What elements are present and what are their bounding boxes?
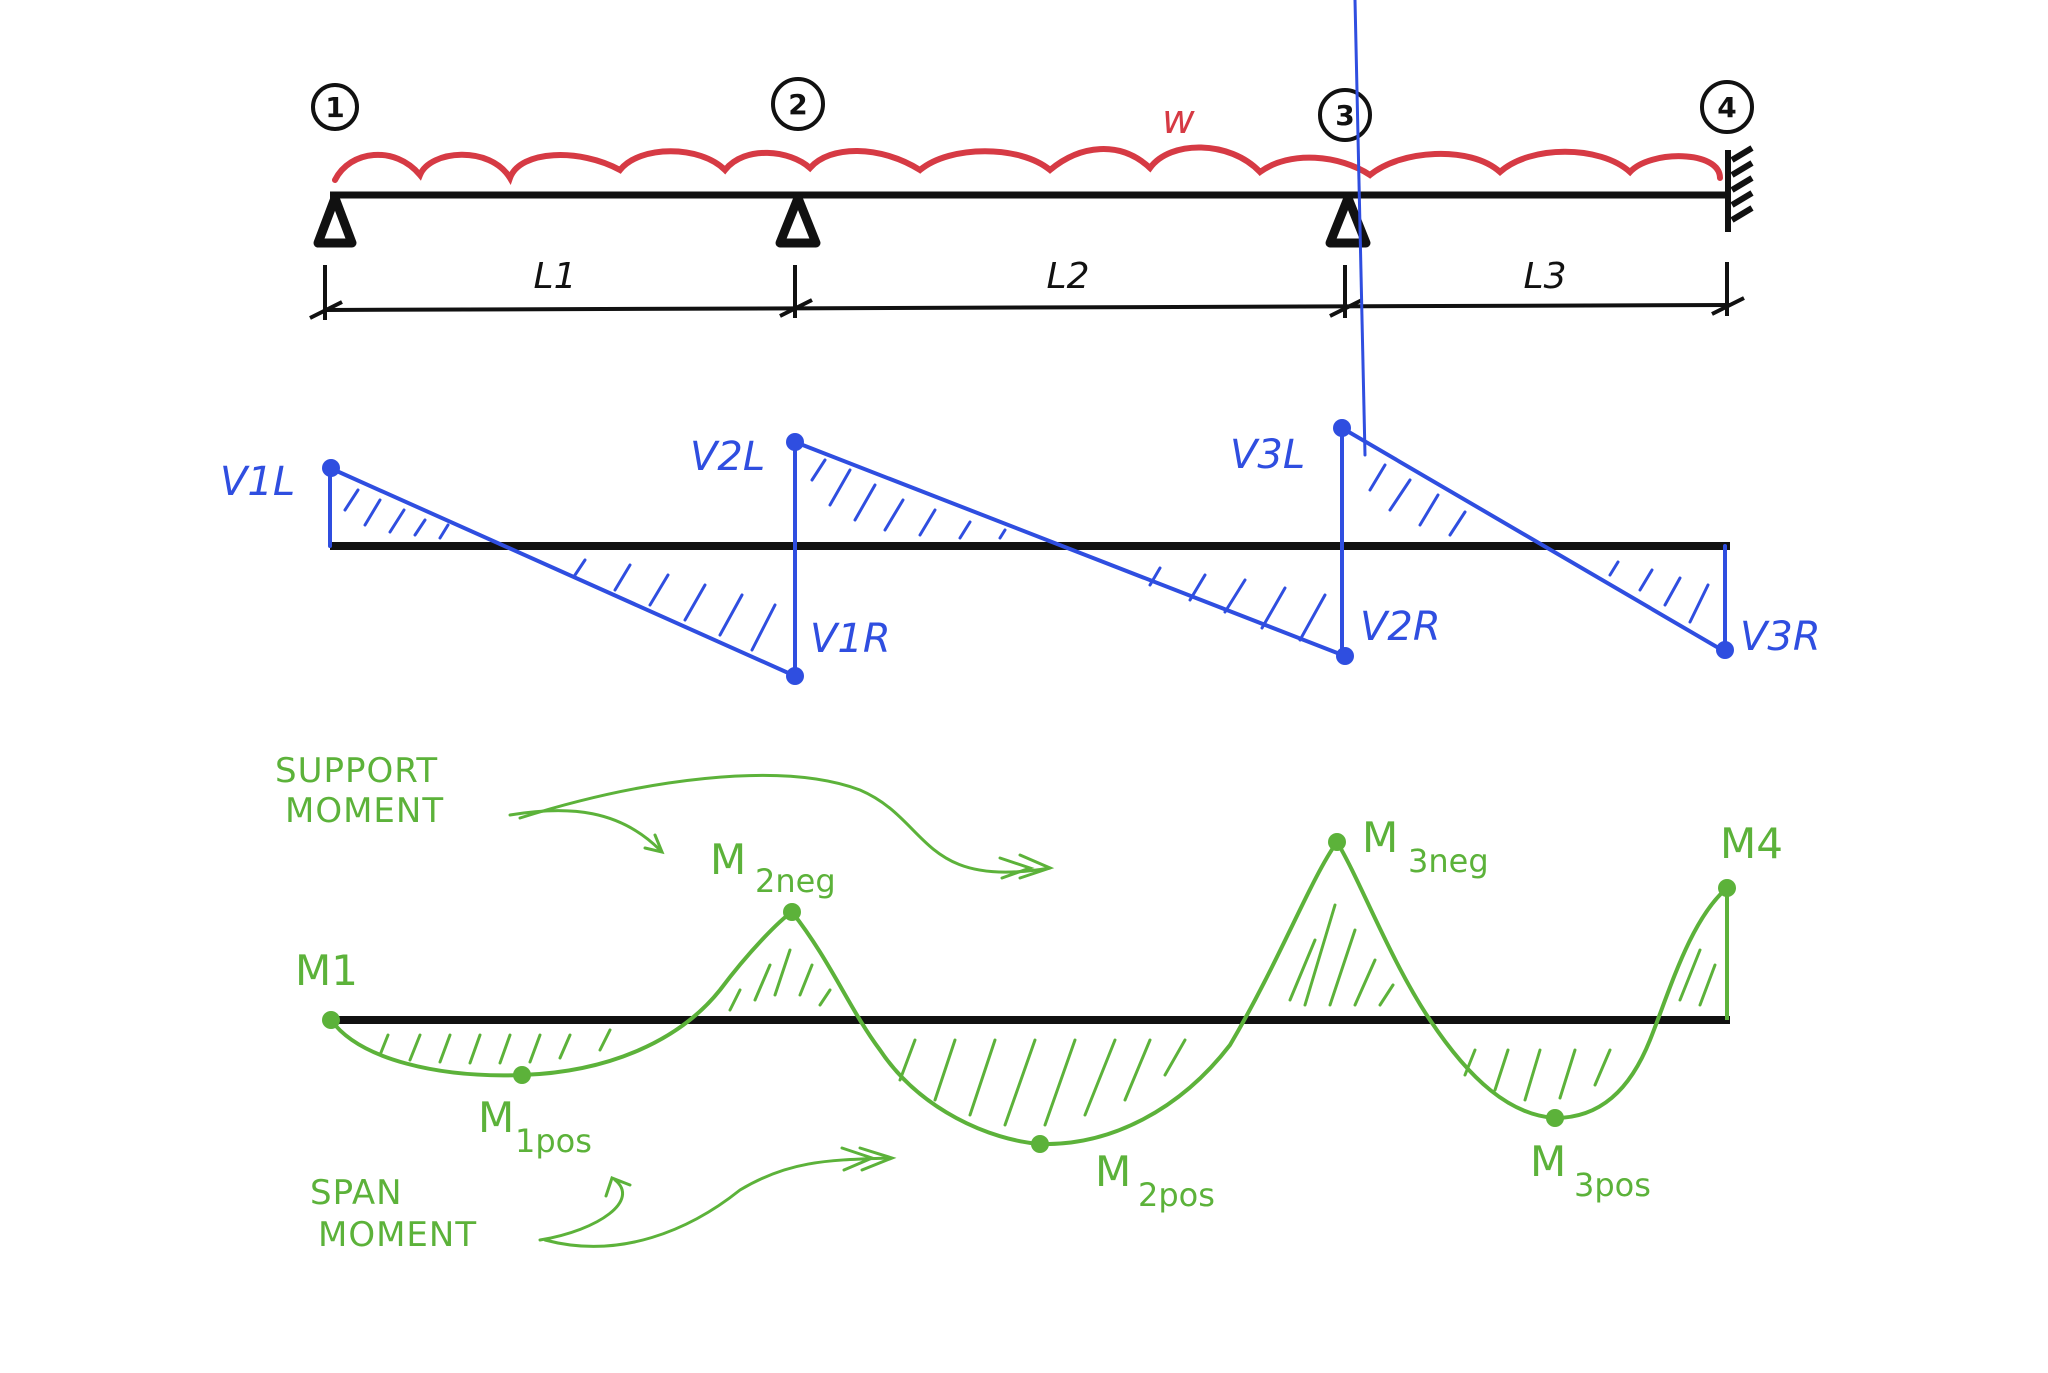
v3l-point bbox=[1333, 419, 1351, 437]
span-arrow-2 bbox=[543, 1156, 892, 1248]
span-moment-note-line2: MOMENT bbox=[318, 1215, 477, 1255]
node-4-label: 4 bbox=[1717, 91, 1736, 124]
distributed-load bbox=[332, 144, 1723, 185]
m2neg-label-main: M bbox=[710, 835, 746, 884]
m3neg-label-main: M bbox=[1362, 813, 1398, 862]
shear-diagram: V1L V1R V2L V2R V3L V3R bbox=[220, 0, 1821, 685]
m3pos-point bbox=[1546, 1109, 1564, 1127]
m3pos-label-main: M bbox=[1530, 1137, 1566, 1186]
moment-diagram: M1 M 1pos M 2neg M 2pos M 3neg M 3pos M4… bbox=[275, 751, 1783, 1255]
support-3-pin bbox=[1325, 193, 1371, 248]
moment-curve bbox=[329, 838, 1729, 1147]
support-moment-note-line1: SUPPORT bbox=[275, 751, 438, 791]
support-arrow-2 bbox=[518, 774, 1052, 874]
m4-label: M4 bbox=[1720, 819, 1783, 868]
m3neg-point bbox=[1328, 833, 1346, 851]
support-1-pin bbox=[313, 193, 357, 248]
m3pos-label-sub: 3pos bbox=[1574, 1166, 1651, 1204]
load-label: w bbox=[1162, 97, 1195, 143]
v2l-label: V2L bbox=[690, 434, 765, 480]
dimension-line bbox=[309, 262, 1745, 320]
span-moment-note-line1: SPAN bbox=[310, 1173, 403, 1213]
m2pos-label-sub: 2pos bbox=[1138, 1176, 1215, 1214]
m2neg-point bbox=[783, 903, 801, 921]
v1r-point bbox=[786, 667, 804, 685]
m1-label: M1 bbox=[295, 946, 358, 995]
node-3-label: 3 bbox=[1335, 99, 1354, 132]
support-2-pin bbox=[775, 193, 821, 248]
v1l-label: V1L bbox=[220, 459, 295, 505]
v3r-point bbox=[1716, 641, 1734, 659]
m1-point bbox=[322, 1011, 340, 1029]
m2pos-label-main: M bbox=[1095, 1147, 1131, 1196]
moment-hatching bbox=[378, 903, 1717, 1127]
v1l-point bbox=[322, 459, 340, 477]
node-4-marker: 4 bbox=[1700, 80, 1754, 134]
m2pos-point bbox=[1031, 1135, 1049, 1153]
v3l-label: V3L bbox=[1230, 432, 1305, 478]
m4-point bbox=[1718, 879, 1736, 897]
m2neg-label-sub: 2neg bbox=[755, 862, 836, 900]
v2r-point bbox=[1336, 647, 1354, 665]
m1pos-label-sub: 1pos bbox=[515, 1122, 592, 1160]
support-4-fixed bbox=[1725, 145, 1754, 232]
span-label-1: L1 bbox=[534, 256, 577, 297]
node-1-marker: 1 bbox=[311, 83, 359, 131]
m1pos-point bbox=[513, 1066, 531, 1084]
shear-hatching bbox=[343, 0, 1710, 652]
support-arrow-1 bbox=[508, 809, 662, 852]
beam-group: 1 2 3 4 w bbox=[309, 77, 1754, 320]
node-2-label: 2 bbox=[788, 88, 807, 121]
v3r-label: V3R bbox=[1740, 614, 1821, 660]
support-moment-note-line2: MOMENT bbox=[285, 791, 444, 831]
node-1-label: 1 bbox=[325, 91, 344, 124]
span-arrow-1 bbox=[538, 1178, 624, 1242]
span-label-2: L2 bbox=[1047, 256, 1090, 297]
v1r-label: V1R bbox=[810, 616, 891, 662]
v2r-label: V2R bbox=[1360, 604, 1441, 650]
m1pos-label-main: M bbox=[478, 1093, 514, 1142]
m3neg-label-sub: 3neg bbox=[1408, 842, 1489, 880]
node-3-marker: 3 bbox=[1318, 88, 1372, 142]
v2l-point bbox=[786, 433, 804, 451]
note-arrows bbox=[508, 774, 1055, 1248]
span-label-3: L3 bbox=[1524, 256, 1567, 297]
node-2-marker: 2 bbox=[771, 77, 825, 131]
